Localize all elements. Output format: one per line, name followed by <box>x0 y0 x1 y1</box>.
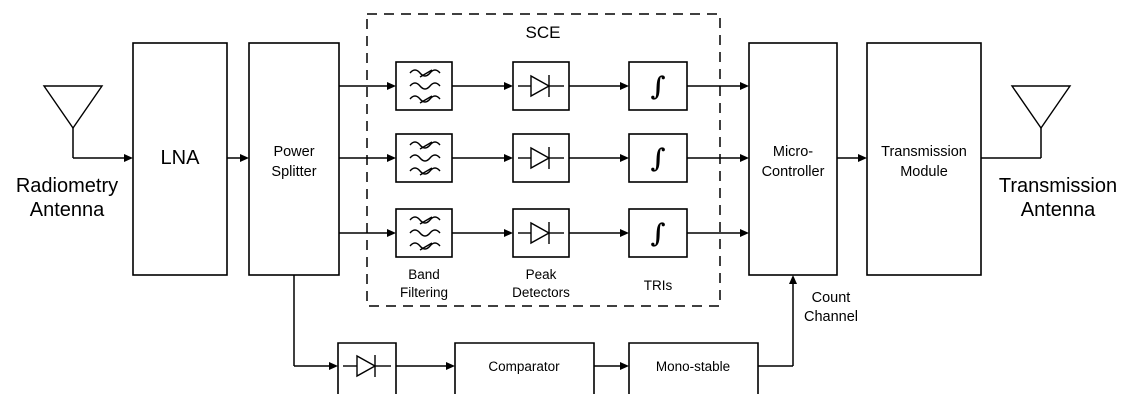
integrator-icon: ∫ <box>628 133 688 183</box>
comparator-label: Comparator <box>488 359 560 374</box>
radiometry-antenna-label-line2: Antenna <box>30 199 105 221</box>
diode-icon <box>512 133 570 183</box>
mono-stable-label: Mono-stable <box>656 359 730 374</box>
power-splitter-label-line1: Power <box>273 144 314 160</box>
diode-icon <box>337 342 397 394</box>
lna-block <box>132 42 228 276</box>
diode-icon <box>512 208 570 258</box>
diode-icon <box>512 61 570 111</box>
sce-boundary <box>366 13 721 307</box>
band-filtering-label-line1: Band <box>408 267 440 282</box>
micro-controller-block <box>748 42 838 276</box>
transmission-antenna-label-line1: Transmission <box>999 175 1117 197</box>
micro-controller-label-line1: Micro- <box>773 144 813 160</box>
power-splitter-label-line2: Splitter <box>271 164 316 180</box>
band-filtering-label-line2: Filtering <box>400 285 448 300</box>
transmission-module-label-line1: Transmission <box>881 144 967 160</box>
svg-text:∫: ∫ <box>650 219 665 249</box>
lna-label: LNA <box>161 147 201 169</box>
peak-detectors-label-line2: Detectors <box>512 285 570 300</box>
bandpass-filter-icon <box>395 61 453 111</box>
count-channel-label-line1: Count <box>812 290 851 306</box>
svg-text:∫: ∫ <box>650 144 665 174</box>
transmission-antenna-icon <box>1010 85 1072 158</box>
transmission-module-block <box>866 42 982 276</box>
peak-detectors-label-line1: Peak <box>526 267 557 282</box>
bandpass-filter-icon <box>395 208 453 258</box>
transmission-module-label-line2: Module <box>900 164 948 180</box>
integrator-icon: ∫ <box>628 61 688 111</box>
svg-text:∫: ∫ <box>650 72 665 102</box>
comparator-block <box>454 342 595 394</box>
tris-label: TRIs <box>644 278 673 293</box>
power-splitter-block <box>248 42 340 276</box>
sce-label: SCE <box>526 23 561 42</box>
count-channel-label-line2: Channel <box>804 309 858 325</box>
integrator-icon: ∫ <box>628 208 688 258</box>
mono-stable-block <box>628 342 759 394</box>
bandpass-filter-icon <box>395 133 453 183</box>
radiometry-antenna-label-line1: Radiometry <box>16 175 118 197</box>
transmission-antenna-label-line2: Antenna <box>1021 199 1096 221</box>
micro-controller-label-line2: Controller <box>762 164 825 180</box>
radiometry-antenna-icon <box>42 85 104 158</box>
